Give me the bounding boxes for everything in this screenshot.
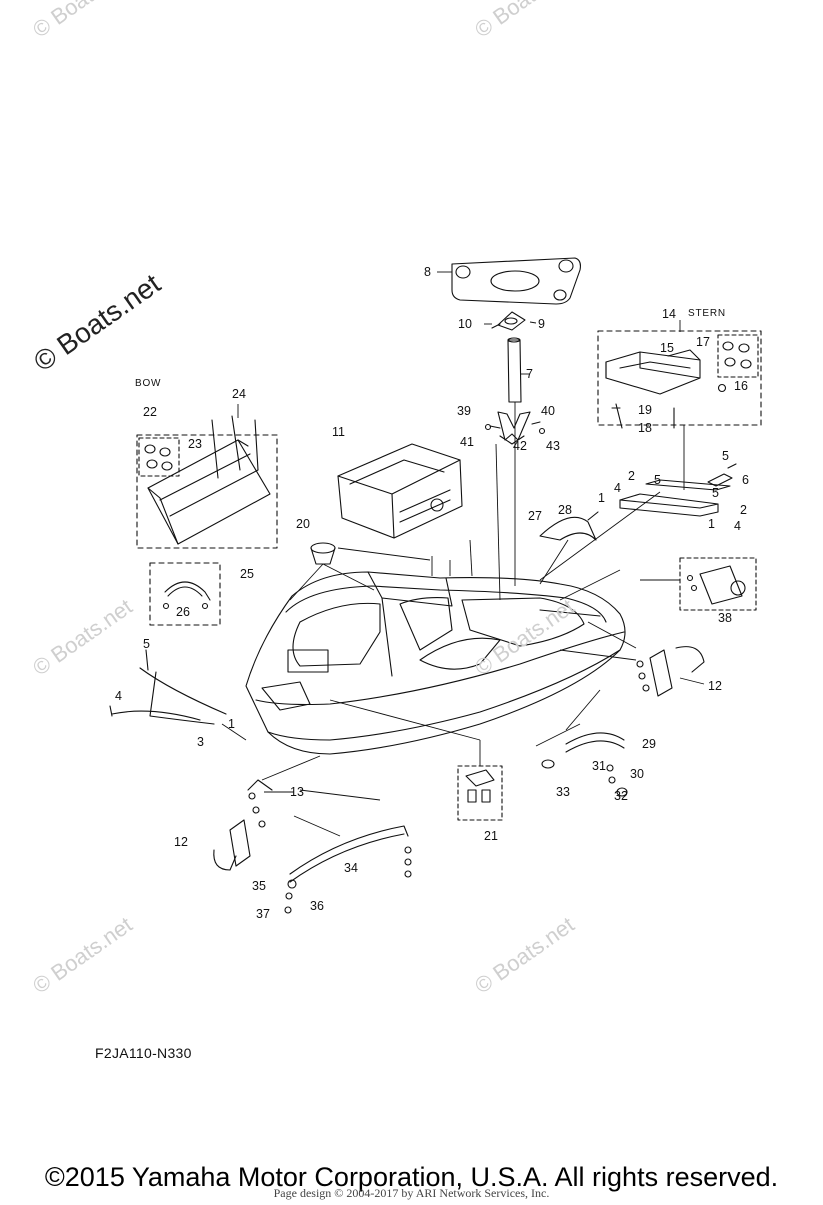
leader-lines bbox=[221, 271, 705, 837]
callout-18: 18 bbox=[638, 421, 652, 435]
callout-12b: 12 bbox=[174, 835, 188, 849]
callout-5c: 5 bbox=[712, 486, 719, 500]
callout-14: 14 bbox=[662, 307, 676, 321]
callout-19: 19 bbox=[638, 403, 652, 417]
callout-33: 33 bbox=[556, 785, 570, 799]
callout-32: 32 bbox=[614, 789, 628, 803]
cleat-group-box bbox=[457, 765, 503, 821]
callout-43: 43 bbox=[546, 439, 560, 453]
callout-2b: 2 bbox=[740, 503, 747, 517]
callout-28: 28 bbox=[558, 503, 572, 517]
callout-2a: 2 bbox=[628, 469, 635, 483]
callout-38: 38 bbox=[718, 611, 732, 625]
stern-caps-part[interactable] bbox=[722, 341, 752, 369]
drain-hose-part[interactable] bbox=[162, 581, 211, 610]
callout-20: 20 bbox=[296, 517, 310, 531]
pop-up-cleat-part[interactable] bbox=[465, 769, 495, 803]
stern-label: STERN bbox=[688, 308, 726, 319]
boat-hull-part[interactable] bbox=[245, 571, 626, 755]
cooler-part[interactable] bbox=[337, 443, 463, 539]
stern-caps-box bbox=[717, 334, 759, 378]
callout-7: 7 bbox=[526, 367, 533, 381]
callout-30: 30 bbox=[630, 767, 644, 781]
callout-29: 29 bbox=[642, 737, 656, 751]
rear-rail-part[interactable] bbox=[284, 825, 412, 914]
callout-31: 31 bbox=[592, 759, 606, 773]
seat-cushion-part[interactable] bbox=[451, 257, 581, 305]
callout-9: 9 bbox=[538, 317, 545, 331]
bow-rails-part[interactable] bbox=[109, 649, 227, 725]
callout-3: 3 bbox=[197, 735, 204, 749]
bow-label: BOW bbox=[135, 378, 161, 389]
callout-34: 34 bbox=[344, 861, 358, 875]
callout-23: 23 bbox=[188, 437, 202, 451]
callout-41: 41 bbox=[460, 435, 474, 449]
callout-1a: 1 bbox=[598, 491, 605, 505]
callout-17: 17 bbox=[696, 335, 710, 349]
post-clamp-part[interactable] bbox=[484, 411, 546, 445]
speaker-group-box bbox=[679, 557, 757, 611]
bow-caps-box bbox=[138, 437, 180, 477]
callout-36: 36 bbox=[310, 899, 324, 913]
callout-24: 24 bbox=[232, 387, 246, 401]
callout-4c: 4 bbox=[115, 689, 122, 703]
callout-4b: 4 bbox=[734, 519, 741, 533]
bow-group-box bbox=[136, 434, 278, 549]
speaker-part[interactable] bbox=[686, 565, 746, 605]
grab-handle-part[interactable] bbox=[539, 511, 599, 541]
callout-21: 21 bbox=[484, 829, 498, 843]
callout-10: 10 bbox=[458, 317, 472, 331]
hose-group-box bbox=[149, 562, 221, 626]
callout-5d: 5 bbox=[143, 637, 150, 651]
bow-caps-part[interactable] bbox=[144, 444, 173, 471]
callout-22: 22 bbox=[143, 405, 157, 419]
callout-12a: 12 bbox=[708, 679, 722, 693]
rail-brackets-part[interactable] bbox=[619, 463, 737, 517]
callout-42: 42 bbox=[513, 439, 527, 453]
stern-nut-part[interactable] bbox=[717, 383, 727, 393]
callout-labels: 8 10 9 7 39 40 41 42 43 11 14 STERN 15 1… bbox=[115, 265, 749, 921]
copyright-text: ©2015 Yamaha Motor Corporation, U.S.A. A… bbox=[44, 1162, 779, 1192]
stern-step-part[interactable] bbox=[605, 349, 701, 395]
callout-26: 26 bbox=[176, 605, 190, 619]
page-design-text: Page design © 2004-2017 by ARI Network S… bbox=[273, 1186, 550, 1200]
callout-1b: 1 bbox=[708, 517, 715, 531]
callout-15: 15 bbox=[660, 341, 674, 355]
callout-11: 11 bbox=[332, 425, 345, 439]
callout-1c: 1 bbox=[228, 717, 235, 731]
callout-35: 35 bbox=[252, 879, 266, 893]
callout-13: 13 bbox=[290, 785, 304, 799]
callout-40: 40 bbox=[541, 404, 555, 418]
tow-rope-part[interactable] bbox=[541, 732, 628, 797]
callout-5b: 5 bbox=[654, 473, 661, 487]
callout-8: 8 bbox=[424, 265, 431, 279]
callout-25: 25 bbox=[240, 567, 254, 581]
cleat-plate-left-part[interactable] bbox=[213, 779, 273, 871]
cup-holder-part[interactable] bbox=[310, 542, 336, 565]
cleat-plate-right-part[interactable] bbox=[636, 646, 705, 697]
seat-base-part[interactable] bbox=[491, 311, 526, 331]
callout-4a: 4 bbox=[614, 481, 621, 495]
diagram-code: F2JA110-N330 bbox=[95, 1045, 192, 1061]
bow-ladder-part[interactable] bbox=[147, 415, 271, 545]
seat-post-part[interactable] bbox=[507, 337, 522, 403]
callout-39: 39 bbox=[457, 404, 471, 418]
callout-5a: 5 bbox=[722, 449, 729, 463]
stern-bolts-part[interactable] bbox=[611, 403, 675, 429]
callout-16: 16 bbox=[734, 379, 748, 393]
stern-group-box bbox=[597, 330, 762, 426]
callout-27: 27 bbox=[528, 509, 542, 523]
callout-6: 6 bbox=[742, 473, 749, 487]
callout-37: 37 bbox=[256, 907, 270, 921]
